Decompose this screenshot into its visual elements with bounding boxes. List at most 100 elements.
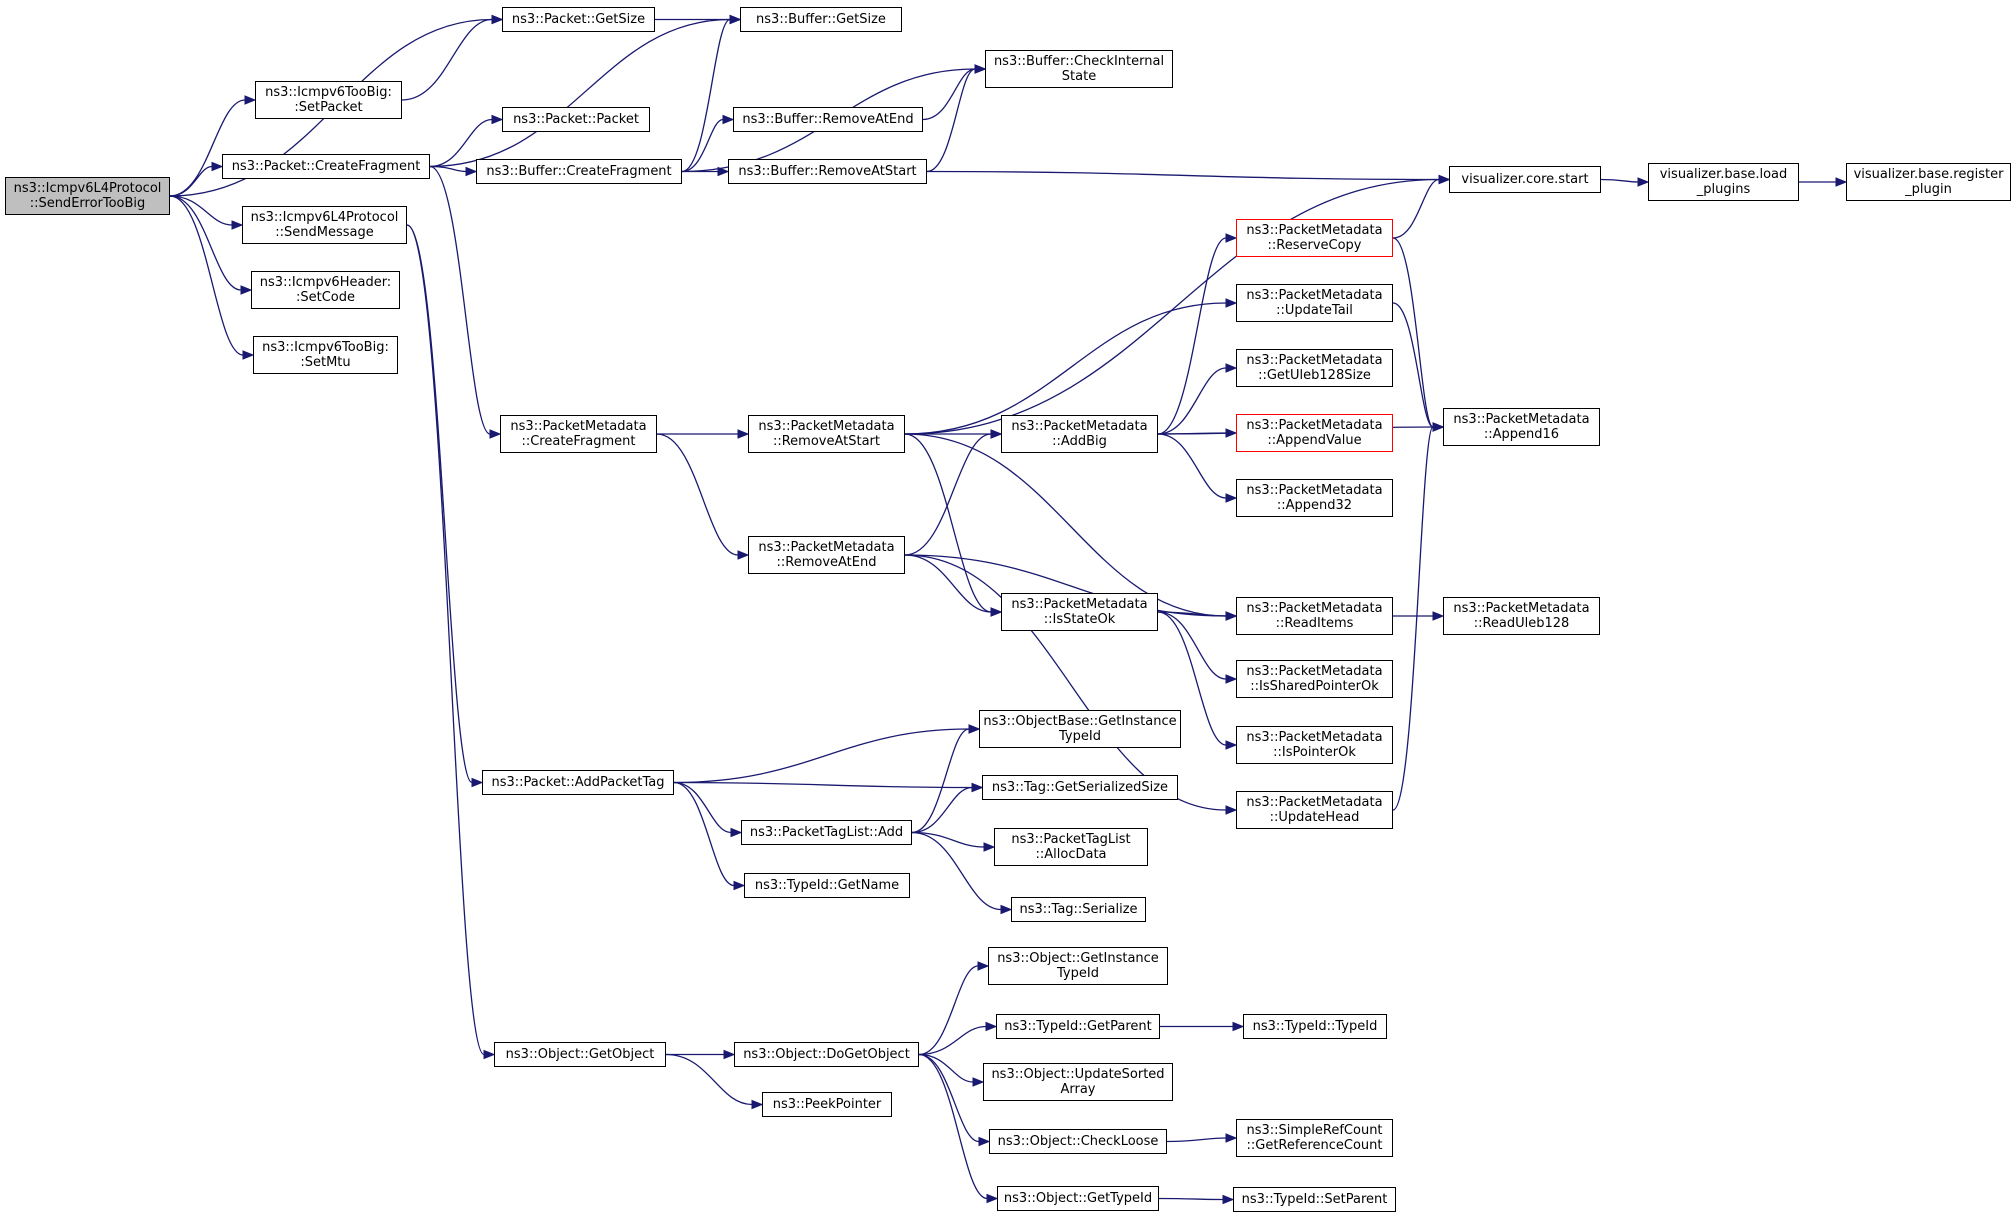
edge-arrowhead: [990, 607, 1003, 617]
node-pm-update-tail[interactable]: ns3::PacketMetadata::UpdateTail: [1236, 284, 1393, 322]
node-viz-register-plugin[interactable]: visualizer.base.register_plugin: [1846, 163, 2011, 201]
node-label-line: ::ReadUleb128: [1473, 616, 1570, 631]
node-buffer-remove-at-end[interactable]: ns3::Buffer::RemoveAtEnd: [733, 107, 923, 132]
edge-arrowhead: [1225, 805, 1238, 815]
edge-packet-add-packet-tag-to-type-id-get-name: [673, 781, 735, 887]
edge-arrowhead: [737, 429, 750, 439]
node-pm-append-value[interactable]: ns3::PacketMetadata::AppendValue: [1236, 414, 1393, 452]
node-label-line: ns3::Packet::GetSize: [511, 12, 646, 27]
node-send-message[interactable]: ns3::Icmpv6L4Protocol::SendMessage: [242, 206, 407, 244]
node-packet-add-packet-tag[interactable]: ns3::Packet::AddPacketTag: [482, 770, 674, 795]
node-pm-add-big[interactable]: ns3::PacketMetadata::AddBig: [1001, 415, 1158, 453]
node-too-big-set-mtu[interactable]: ns3::Icmpv6TooBig::SetMtu: [253, 336, 398, 374]
edge-arrowhead: [1000, 904, 1013, 915]
edge-pm-remove-at-start-to-viz-core-start: [904, 178, 1440, 435]
node-label-line: :SetCode: [295, 290, 355, 305]
edge-object-do-get-object-to-type-id-get-parent: [918, 1025, 987, 1056]
node-object-do-get-object[interactable]: ns3::Object::DoGetObject: [734, 1042, 919, 1067]
node-label-line: ns3::Icmpv6L4Protocol: [250, 210, 399, 225]
node-pm-create-fragment[interactable]: ns3::PacketMetadata::CreateFragment: [500, 415, 657, 453]
node-label-line: ns3::PacketMetadata: [1246, 730, 1383, 745]
edge-pm-remove-at-start-to-pm-is-state-ok: [904, 433, 992, 613]
edge-arrowhead: [1225, 740, 1238, 750]
node-label-line: ns3::Object::GetObject: [505, 1047, 655, 1062]
edge-arrowhead: [1232, 1021, 1245, 1032]
node-label-line: ::IsSharedPointerOk: [1250, 679, 1379, 694]
node-label-line: ns3::Buffer::RemoveAtStart: [738, 164, 917, 179]
edge-arrowhead: [983, 842, 996, 852]
node-viz-core-start[interactable]: visualizer.core.start: [1449, 166, 1601, 193]
node-label-line: ns3::TypeId::TypeId: [1252, 1019, 1378, 1034]
node-label-line: ns3::Buffer::CreateFragment: [486, 164, 672, 179]
node-type-id-set-parent[interactable]: ns3::TypeId::SetParent: [1233, 1187, 1396, 1212]
edge-pm-update-tail-to-pm-append16: [1392, 302, 1434, 428]
node-pm-remove-at-start[interactable]: ns3::PacketMetadata::RemoveAtStart: [748, 415, 905, 453]
node-label-line: ns3::TypeId::GetParent: [1004, 1019, 1152, 1034]
node-pm-is-pointer-ok[interactable]: ns3::PacketMetadata::IsPointerOk: [1236, 726, 1393, 764]
edge-arrowhead: [242, 350, 255, 360]
node-label-line: ns3::TypeId::SetParent: [1241, 1192, 1388, 1207]
edge-send-message-to-packet-add-packet-tag: [406, 224, 473, 784]
node-label-line: ns3::PeekPointer: [772, 1097, 882, 1112]
node-label-line: TypeId: [1059, 729, 1101, 744]
node-pm-append32[interactable]: ns3::PacketMetadata::Append32: [1236, 479, 1393, 517]
node-pm-is-state-ok[interactable]: ns3::PacketMetadata::IsStateOk: [1001, 593, 1158, 631]
edge-packet-tag-list-add-to-tag-serialize: [911, 831, 1002, 911]
node-pm-reserve-copy[interactable]: ns3::PacketMetadata::ReserveCopy: [1236, 219, 1393, 257]
edge-arrowhead: [737, 550, 750, 560]
node-object-get-type-id[interactable]: ns3::Object::GetTypeId: [997, 1186, 1159, 1211]
node-label-line: ns3::Icmpv6TooBig:: [265, 85, 392, 100]
node-label-line: ns3::ObjectBase::GetInstance: [983, 714, 1177, 729]
node-header-set-code[interactable]: ns3::Icmpv6Header::SetCode: [251, 271, 400, 309]
node-pm-append16[interactable]: ns3::PacketMetadata::Append16: [1443, 408, 1600, 446]
edge-arrowhead: [465, 166, 478, 177]
node-simple-ref-count-get-reference-count[interactable]: ns3::SimpleRefCount::GetReferenceCount: [1236, 1119, 1393, 1157]
node-buffer-get-size[interactable]: ns3::Buffer::GetSize: [740, 7, 902, 32]
node-pm-is-shared-pointer-ok[interactable]: ns3::PacketMetadata::IsSharedPointerOk: [1236, 660, 1393, 698]
edge-pm-reserve-copy-to-pm-append16: [1392, 237, 1434, 428]
node-label-line: ns3::Object::DoGetObject: [743, 1047, 910, 1062]
node-packet-tag-list-alloc-data[interactable]: ns3::PacketTagList::AllocData: [994, 828, 1148, 866]
edge-buffer-remove-at-end-to-buffer-check-internal-state: [922, 68, 976, 121]
node-type-id-get-name[interactable]: ns3::TypeId::GetName: [744, 873, 910, 898]
node-viz-load-plugins[interactable]: visualizer.base.load_plugins: [1648, 163, 1799, 201]
node-type-id-get-parent[interactable]: ns3::TypeId::GetParent: [996, 1014, 1160, 1039]
node-pm-remove-at-end[interactable]: ns3::PacketMetadata::RemoveAtEnd: [748, 536, 905, 574]
node-tag-serialize[interactable]: ns3::Tag::Serialize: [1011, 897, 1146, 922]
node-object-get-object[interactable]: ns3::Object::GetObject: [494, 1042, 666, 1067]
node-type-id-type-id[interactable]: ns3::TypeId::TypeId: [1243, 1014, 1387, 1039]
node-label-line: ns3::Object::UpdateSorted: [991, 1067, 1165, 1082]
edge-arrowhead: [717, 166, 730, 177]
edge-arrowhead: [1835, 177, 1848, 187]
edge-packet-create-fragment-to-buffer-get-size: [429, 18, 731, 168]
node-packet-get-size[interactable]: ns3::Packet::GetSize: [502, 7, 655, 32]
edge-packet-tag-list-add-to-object-base-get-instance-type-id: [911, 728, 970, 834]
node-label-line: visualizer.base.load: [1659, 167, 1788, 182]
edge-arrowhead: [1432, 422, 1445, 432]
node-label-line: ns3::Icmpv6L4Protocol: [13, 181, 162, 196]
node-buffer-create-fragment[interactable]: ns3::Buffer::CreateFragment: [476, 159, 682, 184]
node-pm-update-head[interactable]: ns3::PacketMetadata::UpdateHead: [1236, 791, 1393, 829]
node-label-line: ::SendMessage: [275, 225, 374, 240]
node-packet-tag-list-add[interactable]: ns3::PacketTagList::Add: [741, 820, 912, 845]
edge-object-get-object-to-peek-pointer: [665, 1053, 753, 1106]
node-packet-packet[interactable]: ns3::Packet::Packet: [502, 107, 650, 132]
node-pm-read-uleb128[interactable]: ns3::PacketMetadata::ReadUleb128: [1443, 597, 1600, 635]
node-buffer-remove-at-start[interactable]: ns3::Buffer::RemoveAtStart: [728, 159, 927, 184]
node-label-line: ns3::PacketMetadata: [1453, 601, 1590, 616]
node-pm-read-items[interactable]: ns3::PacketMetadata::ReadItems: [1236, 597, 1393, 635]
node-pm-get-uleb128-size[interactable]: ns3::PacketMetadata::GetUleb128Size: [1236, 349, 1393, 387]
node-peek-pointer[interactable]: ns3::PeekPointer: [762, 1092, 892, 1117]
node-object-check-loose[interactable]: ns3::Object::CheckLoose: [989, 1129, 1167, 1154]
node-too-big-set-packet[interactable]: ns3::Icmpv6TooBig::SetPacket: [255, 81, 402, 119]
edge-arrowhead: [244, 95, 257, 105]
edge-object-check-loose-to-simple-ref-count-get-reference-count: [1166, 1137, 1227, 1143]
node-tag-get-serialized-size[interactable]: ns3::Tag::GetSerializedSize: [982, 775, 1178, 800]
node-label-line: ns3::PacketMetadata: [1453, 412, 1590, 427]
node-packet-create-fragment[interactable]: ns3::Packet::CreateFragment: [222, 154, 430, 179]
